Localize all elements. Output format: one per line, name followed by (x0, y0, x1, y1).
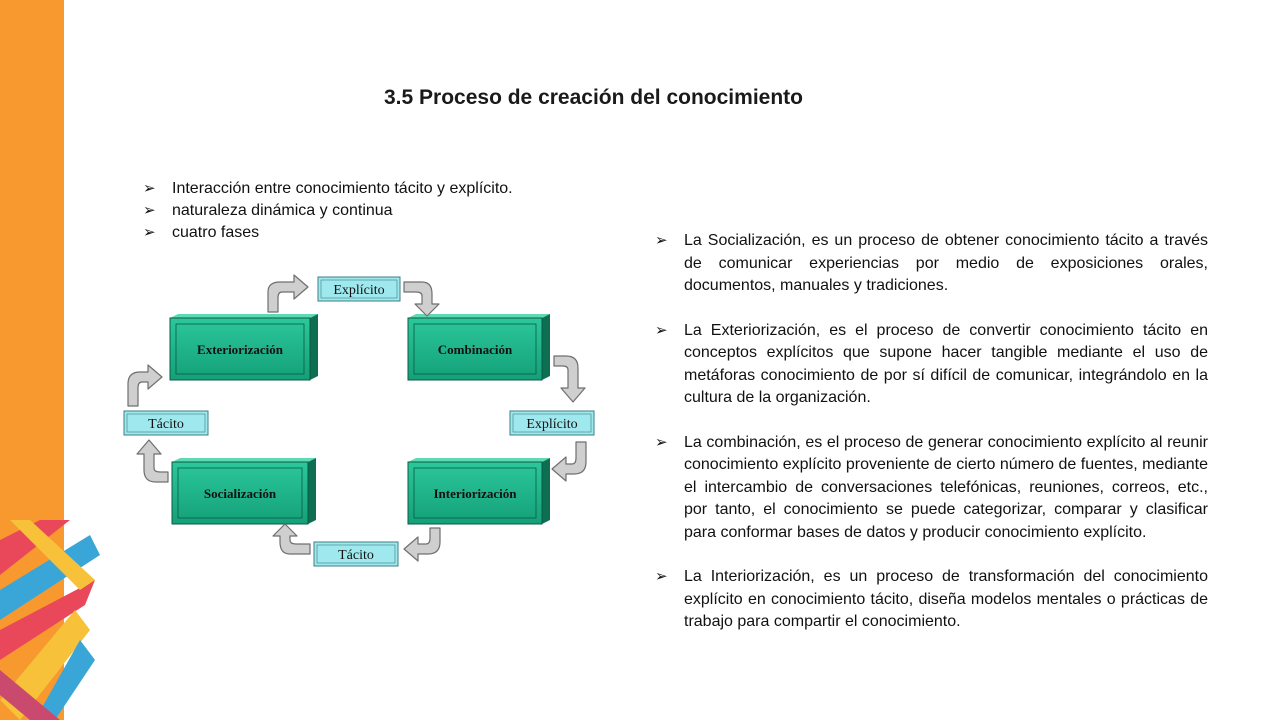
box-exteriorizacion: Exteriorización (169, 314, 318, 381)
box-label-socializacion: Socialización (204, 486, 277, 501)
label-bottom-tacito: Tácito (313, 541, 399, 567)
label-left-tacito: Tácito (123, 410, 209, 436)
svg-text:Explícito: Explícito (333, 283, 384, 298)
curved-arrow-icon (551, 441, 587, 482)
box-combinacion: Combinación (407, 314, 550, 381)
svg-text:Tácito: Tácito (338, 548, 374, 563)
arrow-bullet-icon: ➢ (655, 568, 668, 585)
box-label-interiorizacion: Interiorización (433, 486, 517, 501)
box-label-combinacion: Combinación (438, 342, 513, 357)
description-list: ➢La Socialización, es un proceso de obte… (655, 230, 1208, 656)
knowledge-cycle-diagram: Exteriorización Combinación Socializació… (123, 274, 595, 567)
svg-text:Tácito: Tácito (148, 417, 184, 432)
curved-arrow-icon (272, 523, 311, 555)
list-item: ➢Interacción entre conocimiento tácito y… (143, 178, 513, 200)
curved-arrow-icon (127, 364, 163, 407)
intro-bullet-list: ➢Interacción entre conocimiento tácito y… (143, 178, 513, 244)
arrow-bullet-icon: ➢ (143, 224, 156, 241)
list-item: ➢naturaleza dinámica y continua (143, 200, 513, 222)
page-title: 3.5 Proceso de creación del conocimiento (384, 86, 803, 109)
curved-arrow-icon (553, 355, 586, 403)
paragraph-socializacion: ➢La Socialización, es un proceso de obte… (655, 232, 1208, 294)
arrow-bullet-icon: ➢ (655, 433, 668, 451)
list-item: ➢cuatro fases (143, 222, 513, 244)
curved-arrow-icon (403, 281, 440, 317)
curved-arrow-icon (403, 527, 441, 562)
paragraph-exteriorizacion: ➢La Exteriorización, es el proceso de co… (655, 321, 1208, 407)
label-top-explicito: Explícito (317, 276, 401, 302)
box-label-exteriorizacion: Exteriorización (197, 342, 284, 357)
box-interiorizacion: Interiorización (407, 458, 550, 525)
paragraph-combinacion: ➢La combinación, es el proceso de genera… (655, 433, 1208, 541)
arrow-bullet-icon: ➢ (655, 321, 668, 339)
arrow-bullet-icon: ➢ (655, 232, 668, 249)
svg-text:Explícito: Explícito (526, 417, 577, 432)
arrow-bullet-icon: ➢ (143, 202, 156, 219)
curved-arrow-icon (267, 274, 309, 313)
paragraph-interiorizacion: ➢La Interiorización, es un proceso de tr… (655, 568, 1208, 630)
decorative-weave (0, 520, 130, 720)
label-right-explicito: Explícito (509, 410, 595, 436)
arrow-bullet-icon: ➢ (143, 180, 156, 197)
curved-arrow-icon (136, 439, 169, 483)
box-socializacion: Socialización (171, 458, 316, 525)
